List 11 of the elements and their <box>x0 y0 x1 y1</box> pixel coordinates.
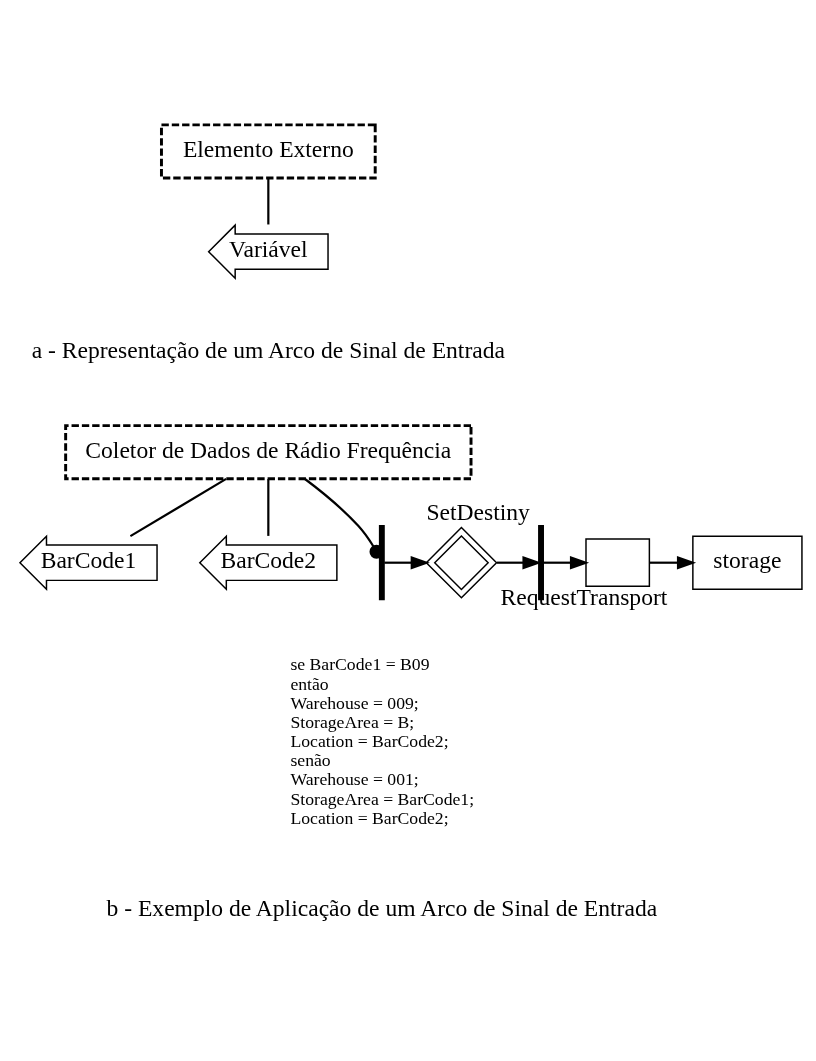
label: StorageArea = B; <box>290 711 415 732</box>
label: se BarCode1 = B09 <box>290 653 430 674</box>
label: a - Representação de um Arco de Sinal de Entrada <box>31 336 505 362</box>
label: StorageArea = BarCode1; <box>290 788 475 809</box>
label: então <box>290 673 329 694</box>
node-label: SetDestiny <box>426 498 530 525</box>
node-label: RequestTransport <box>500 583 668 610</box>
label: senão <box>290 749 331 770</box>
label: Warehouse = 009; <box>290 692 419 713</box>
label: b - Exemplo de Aplicação de um Arco de Sinal de Entrada <box>106 894 658 921</box>
label: Warehouse = 001; <box>290 768 419 789</box>
